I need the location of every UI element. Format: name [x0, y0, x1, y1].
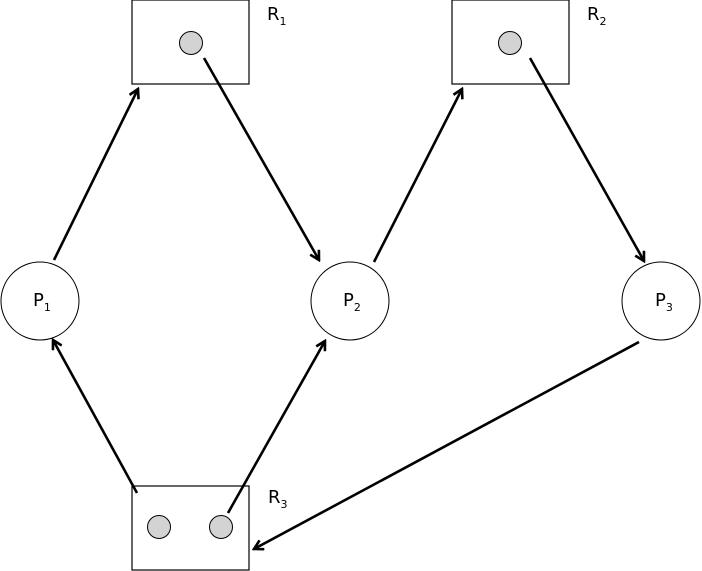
edge-r2-to-p3 — [528, 57, 644, 261]
process-p1: P1 — [0, 261, 80, 341]
edges — [52, 57, 644, 549]
process-p2: P2 — [310, 261, 390, 341]
edge-r1-to-p2 — [202, 57, 319, 260]
edge-r3-to-p1 — [53, 340, 139, 494]
edge-r3-to-p2 — [226, 341, 325, 514]
resource-label-r3: R3 — [268, 487, 288, 511]
resource-r3: R3 — [131, 485, 288, 571]
resource-instance-dot — [498, 31, 522, 55]
edge-p3-to-r3 — [254, 340, 640, 549]
resource-r1: R1 — [131, 0, 287, 85]
process-label-p2: P2 — [343, 290, 361, 314]
resource-instance-dot — [147, 515, 171, 539]
edge-p2-to-r2 — [372, 89, 462, 263]
process-p3: P3 — [621, 261, 701, 341]
resource-label-r1: R1 — [267, 4, 287, 28]
process-label-p1: P1 — [33, 290, 51, 314]
resource-r2: R2 — [451, 0, 607, 85]
resource-label-r2: R2 — [587, 4, 607, 28]
process-label-p3: P3 — [655, 290, 673, 314]
resource-instance-dot — [209, 515, 233, 539]
edge-p1-to-r1 — [52, 89, 138, 261]
resource-instance-dot — [179, 31, 203, 55]
